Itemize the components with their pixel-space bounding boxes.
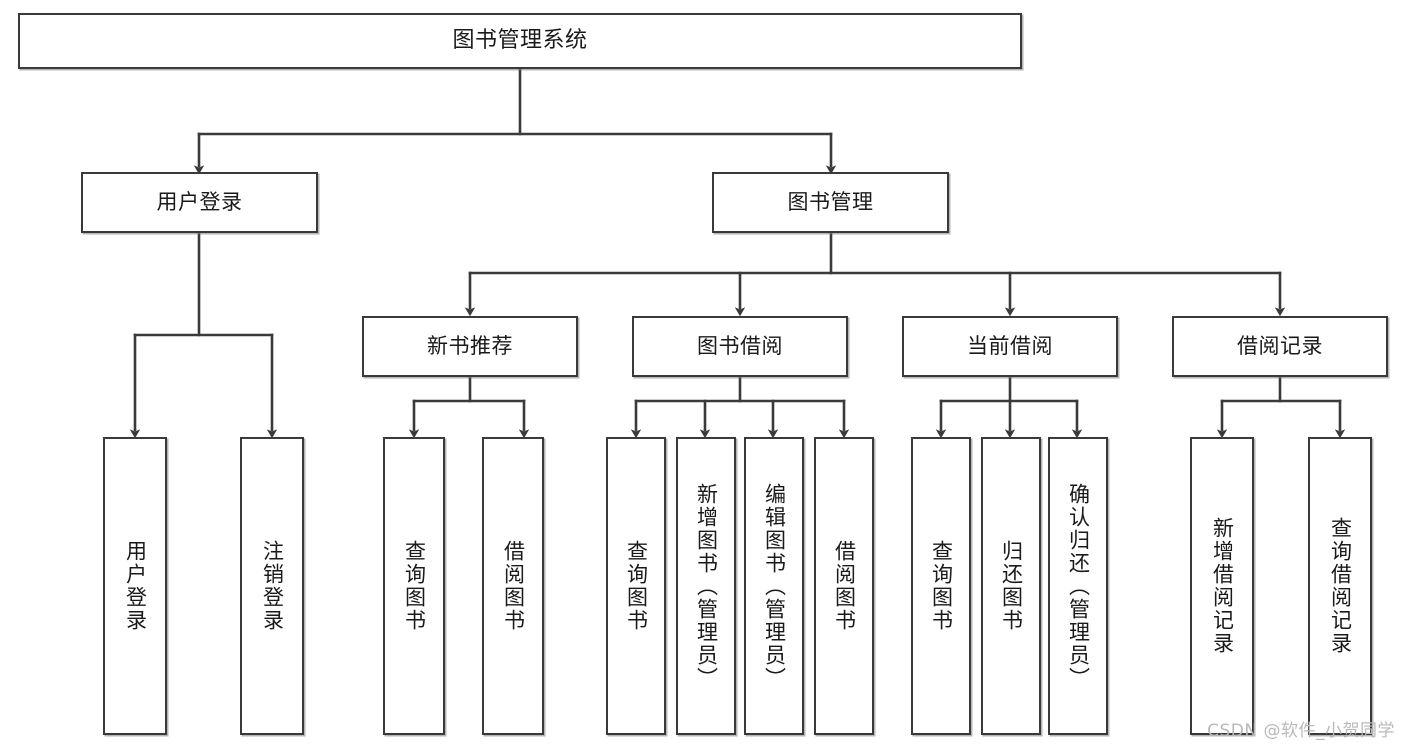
csdn-watermark: CSDN @软件_小贺同学 [1207, 721, 1395, 741]
node-leaf-query-book-3[interactable]: 查询图书 [911, 437, 971, 735]
node-book-borrow-label: 图书借阅 [697, 333, 783, 358]
node-leaf-user-login-label: 用户登录 [123, 540, 148, 632]
node-leaf-add-book[interactable]: 新增图书（管理员） [676, 437, 736, 735]
node-leaf-return-book-label: 归还图书 [999, 540, 1024, 632]
node-leaf-query-book-1-label: 查询图书 [402, 540, 427, 632]
node-leaf-confirm-return[interactable]: 确认归还（管理员） [1048, 437, 1108, 735]
node-leaf-query-book-2[interactable]: 查询图书 [606, 437, 666, 735]
node-leaf-add-record-label: 新增借阅记录 [1210, 517, 1235, 655]
node-book-management[interactable]: 图书管理 [712, 172, 949, 233]
node-leaf-borrow-book-1[interactable]: 借阅图书 [482, 437, 544, 735]
node-leaf-query-book-1[interactable]: 查询图书 [383, 437, 445, 735]
node-leaf-user-logout[interactable]: 注销登录 [240, 437, 304, 735]
node-leaf-edit-book[interactable]: 编辑图书（管理员） [744, 437, 804, 735]
node-root[interactable]: 图书管理系统 [18, 13, 1022, 69]
node-leaf-return-book[interactable]: 归还图书 [981, 437, 1041, 735]
node-leaf-add-book-label: 新增图书（管理员） [694, 482, 719, 690]
node-new-book-recommend-label: 新书推荐 [427, 333, 513, 358]
node-user-login[interactable]: 用户登录 [81, 172, 318, 233]
node-leaf-query-record-label: 查询借阅记录 [1328, 517, 1353, 655]
node-new-book-recommend[interactable]: 新书推荐 [362, 316, 578, 377]
node-leaf-borrow-book-2[interactable]: 借阅图书 [814, 437, 874, 735]
node-borrow-record[interactable]: 借阅记录 [1172, 316, 1388, 377]
node-leaf-confirm-return-label: 确认归还（管理员） [1066, 482, 1091, 690]
node-leaf-query-book-2-label: 查询图书 [624, 540, 649, 632]
node-root-label: 图书管理系统 [452, 27, 588, 53]
node-leaf-query-book-3-label: 查询图书 [929, 540, 954, 632]
node-user-login-label: 用户登录 [156, 189, 243, 214]
node-leaf-add-record[interactable]: 新增借阅记录 [1190, 437, 1254, 735]
node-book-management-label: 图书管理 [787, 189, 874, 214]
node-leaf-user-logout-label: 注销登录 [260, 540, 285, 632]
node-current-borrow[interactable]: 当前借阅 [902, 316, 1118, 377]
node-leaf-query-record[interactable]: 查询借阅记录 [1308, 437, 1372, 735]
node-leaf-borrow-book-1-label: 借阅图书 [501, 540, 526, 632]
node-current-borrow-label: 当前借阅 [967, 333, 1053, 358]
node-leaf-edit-book-label: 编辑图书（管理员） [762, 482, 787, 690]
node-book-borrow[interactable]: 图书借阅 [632, 316, 848, 377]
node-leaf-user-login[interactable]: 用户登录 [103, 437, 167, 735]
node-leaf-borrow-book-2-label: 借阅图书 [832, 540, 857, 632]
node-borrow-record-label: 借阅记录 [1237, 333, 1323, 358]
